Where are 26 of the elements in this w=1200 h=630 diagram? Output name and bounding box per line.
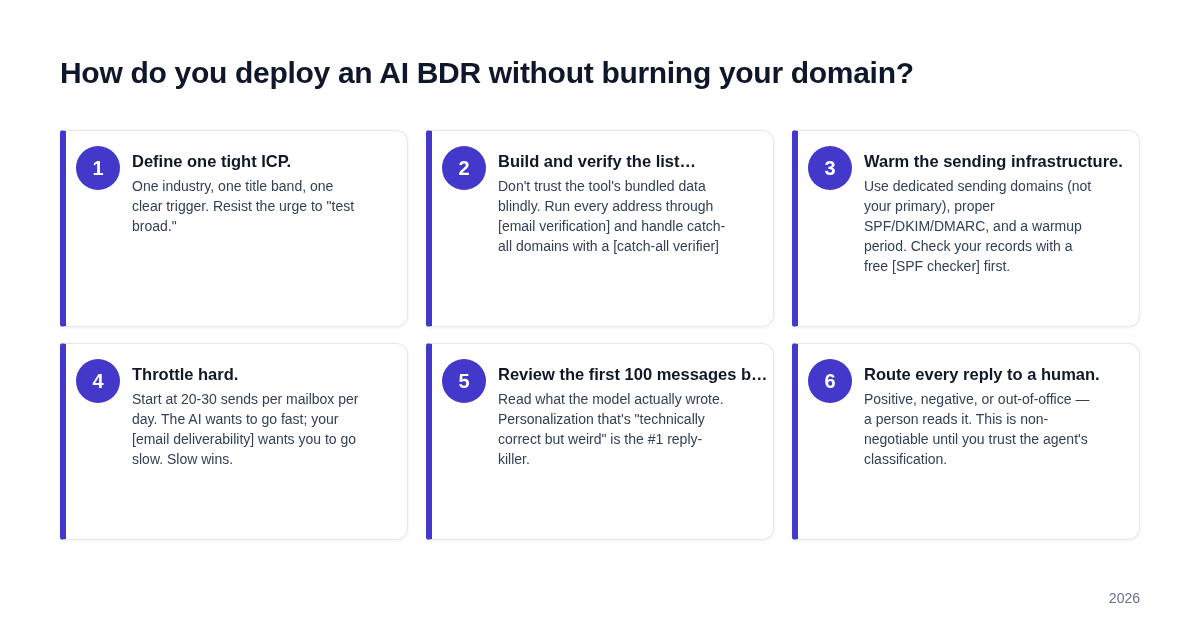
step-description: Use dedicated sending domains (not your primary), proper SPF/DKIM/DMARC, and a warmup period. Check your records with a free [SPF checker] first. [864,177,1093,276]
page-title: How do you deploy an AI BDR without burning your domain? [60,56,914,90]
step-heading: Throttle hard. [132,364,239,384]
step-card [792,130,1140,327]
step-heading: Build and verify the list… [498,151,697,171]
step-description: One industry, one title band, one clear trigger. Resist the urge to "test broad." [132,177,356,236]
step-number: 6 [808,359,852,403]
step-card [60,343,408,540]
step-number: 2 [442,146,486,190]
step-description: Don't trust the tool's bundled data blindly. Run every address through [email verification] and handle catch-all domains with a [catch-all verifier] [498,177,727,256]
step-card [792,343,1140,540]
step-card [426,130,774,327]
step-card [426,343,774,540]
step-heading: Review the first 100 messages b… [498,364,768,384]
step-number: 5 [442,359,486,403]
step-description: Read what the model actually wrote. Personalization that's "technically correct but weird" is the #1 reply-killer. [498,390,725,469]
step-heading: Define one tight ICP. [132,151,292,171]
step-description: Positive, negative, or out-of-office — a person reads it. This is non-negotiable until you trust the agent's classification. [864,390,1091,469]
step-number: 3 [808,146,852,190]
step-number: 1 [76,146,120,190]
year-label: 2026 [1108,590,1140,606]
step-heading: Warm the sending infrastructure. [864,151,1123,171]
step-heading: Route every reply to a human. [864,364,1100,384]
step-number: 4 [76,359,120,403]
step-description: Start at 20-30 sends per mailbox per day. The AI wants to go fast; your [email deliverability] wants you to go slow. Slow wins. [132,390,360,469]
step-card [60,130,408,327]
